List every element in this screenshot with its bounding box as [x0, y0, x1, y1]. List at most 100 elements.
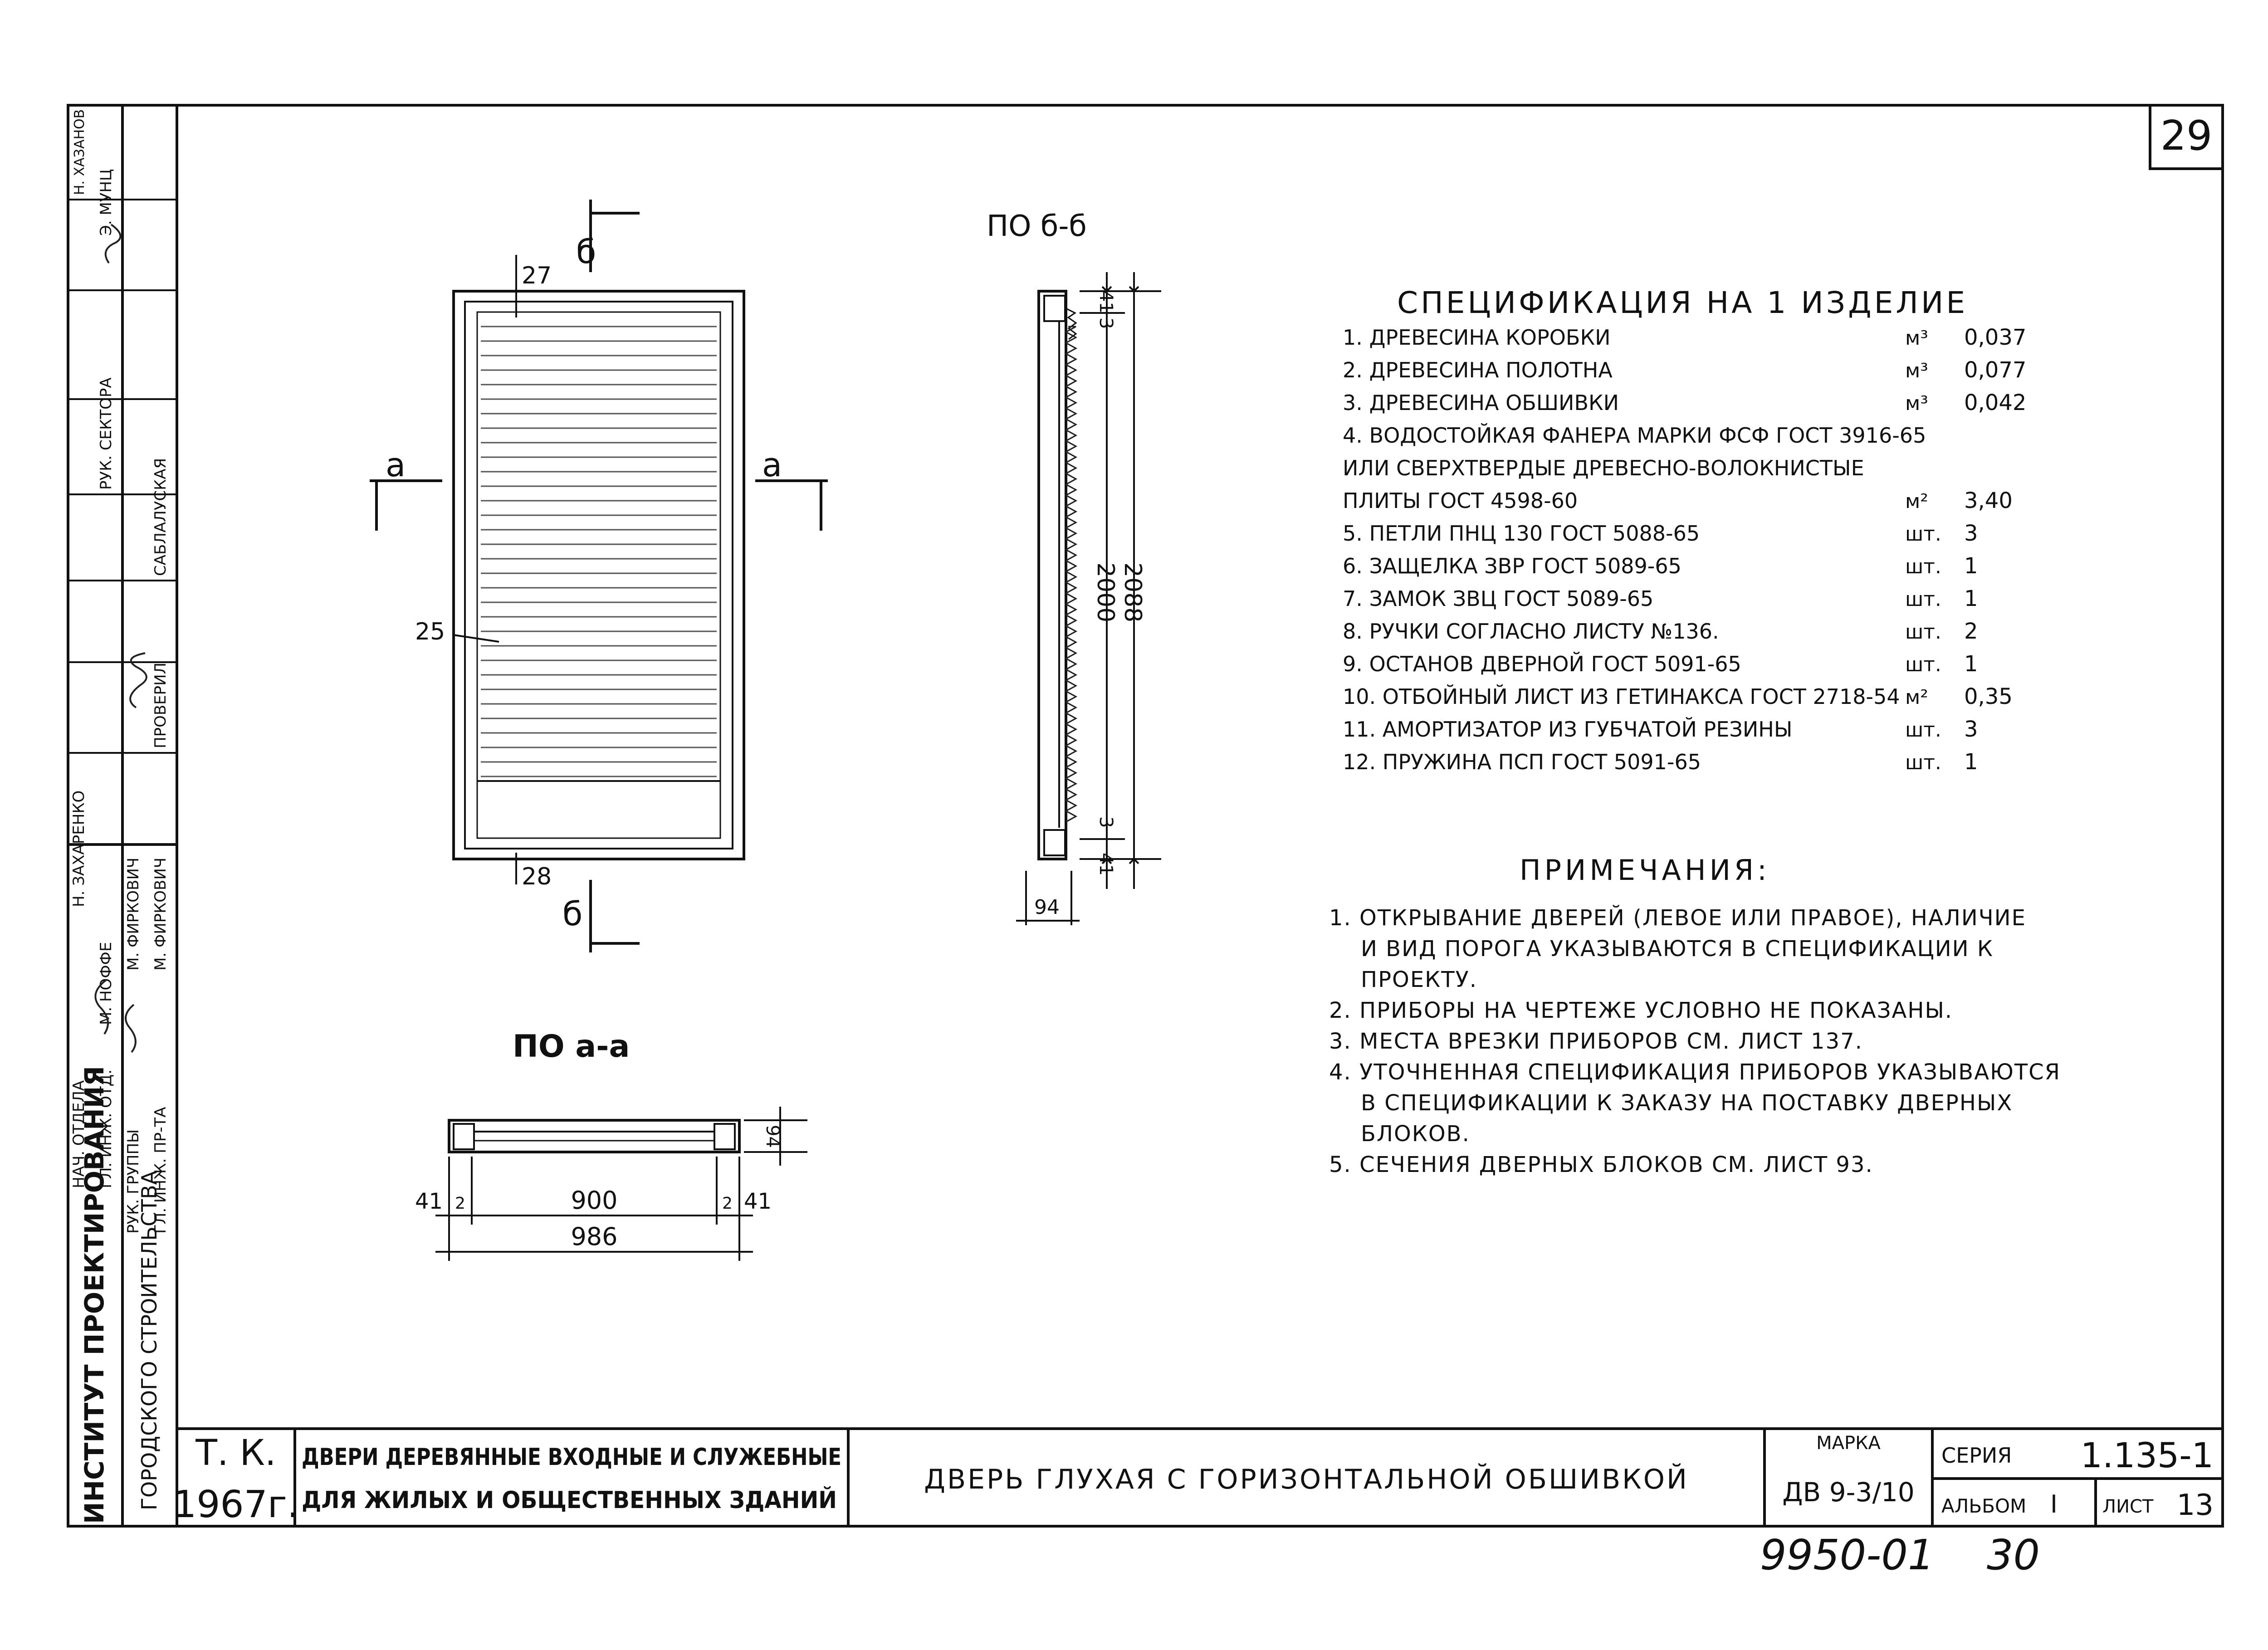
- spec-item-name: ИЛИ СВЕРХТВЕРДЫЕ ДРЕВЕСНО-ВОЛОКНИСТЫЕ: [1343, 456, 1864, 480]
- spec-item-qty: 3: [1964, 717, 1978, 742]
- year: 1967г.: [173, 1483, 299, 1526]
- dim-a-986: 986: [571, 1222, 617, 1251]
- callout-25: 25: [415, 618, 445, 645]
- specification-title: СПЕЦИФИКАЦИЯ НА 1 ИЗДЕЛИЕ: [1397, 285, 1968, 320]
- note-line: 3. МЕСТА ВРЕЗКИ ПРИБОРОВ СМ. ЛИСТ 137.: [1329, 1029, 1863, 1054]
- spec-item-qty: 3: [1964, 521, 1978, 546]
- spec-item-unit: шт.: [1905, 718, 1941, 742]
- dim-a-left-2: 2: [455, 1194, 465, 1213]
- section-a-dimension-lines: [435, 1107, 807, 1261]
- inventory-number: 9950-01: [1760, 1531, 1934, 1579]
- stamp-person: М. НОФФЕ: [97, 942, 115, 1025]
- note-line: БЛОКОВ.: [1361, 1121, 1470, 1147]
- spec-item-unit: шт.: [1905, 620, 1941, 644]
- section-b-dimension-lines: [1016, 272, 1161, 925]
- dim-a-94: 94: [762, 1125, 783, 1148]
- mark-label: МАРКА: [1816, 1433, 1881, 1454]
- notes-lines: 1. ОТКРЫВАНИЕ ДВЕРЕЙ (ЛЕВОЕ ИЛИ ПРАВОЕ),…: [1329, 905, 2061, 1177]
- section-b-title: ПО б-б: [987, 210, 1087, 243]
- note-line: И ВИД ПОРОГА УКАЗЫВАЮТСЯ В СПЕЦИФИКАЦИИ …: [1361, 936, 1994, 962]
- door-front-view: [452, 290, 745, 860]
- dim-top-3: 3: [1095, 317, 1116, 329]
- spec-item-unit: м³: [1905, 327, 1928, 350]
- cut-label-b-bottom: б: [562, 895, 582, 933]
- spec-item-qty: 0,042: [1964, 390, 2026, 415]
- stamp-person: М. ФИРКОВИЧ: [152, 858, 170, 971]
- notes: ПРИМЕЧАНИЯ: 1. ОТКРЫВАНИЕ ДВЕРЕЙ (ЛЕВОЕ …: [1329, 854, 2061, 1177]
- spec-item-qty: 2: [1964, 619, 1978, 644]
- stamp-role: НАЧ. ОТДЕЛА: [70, 1080, 88, 1188]
- dim-thickness-94: 94: [1034, 896, 1060, 919]
- note-line: ПРОЕКТУ.: [1361, 967, 1477, 992]
- dim-bottom-41: 41: [1095, 853, 1116, 876]
- subject-line-1: ДВЕРИ ДЕРЕВЯННЫЕ ВХОДНЫЕ И СЛУЖЕБНЫЕ: [302, 1444, 841, 1471]
- dim-a-right-2: 2: [722, 1194, 733, 1213]
- album-value: I: [2050, 1490, 2058, 1518]
- series-value: 1.135-1: [2081, 1435, 2214, 1475]
- signature-marks: [94, 224, 147, 1053]
- spec-item-name: 8. РУЧКИ СОГЛАСНО ЛИСТУ №136.: [1343, 619, 1719, 644]
- spec-item-name: 7. ЗАМОК ЗВЦ ГОСТ 5089-65: [1343, 586, 1653, 611]
- stamp-role: ГЛ. ИНЖ. ПР-ТА: [152, 1107, 170, 1234]
- dim-top-41: 41: [1095, 290, 1116, 313]
- institute-city: ГОРОДСКОГО СТРОИТЕЛЬСТВА: [137, 1170, 161, 1510]
- subject-line-2: ДЛЯ ЖИЛЫХ И ОБЩЕСТВЕННЫХ ЗДАНИЙ: [302, 1486, 837, 1514]
- spec-item-unit: м²: [1905, 686, 1928, 709]
- spec-item-unit: м²: [1905, 490, 1928, 513]
- spec-item-qty: 0,037: [1964, 325, 2026, 350]
- spec-item-name: 9. ОСТАНОВ ДВЕРНОЙ ГОСТ 5091-65: [1343, 652, 1741, 676]
- spec-item-name: 6. ЗАЩЕЛКА ЗВР ГОСТ 5089-65: [1343, 554, 1681, 578]
- note-line: В СПЕЦИФИКАЦИИ К ЗАКАЗУ НА ПОСТАВКУ ДВЕР…: [1361, 1090, 2013, 1116]
- drawing-title: ДВЕРЬ ГЛУХАЯ С ГОРИЗОНТАЛЬНОЙ ОБШИВКОЙ: [924, 1463, 1689, 1495]
- spec-item-unit: шт.: [1905, 588, 1941, 611]
- note-line: 5. СЕЧЕНИЯ ДВЕРНЫХ БЛОКОВ СМ. ЛИСТ 93.: [1329, 1152, 1873, 1177]
- dim-2088: 2088: [1119, 562, 1146, 622]
- spec-item-qty: 1: [1964, 749, 1978, 775]
- spec-item-qty: 0,077: [1964, 357, 2026, 383]
- spec-item-name: 12. ПРУЖИНА ПСП ГОСТ 5091-65: [1343, 750, 1701, 774]
- spec-item-unit: шт.: [1905, 522, 1941, 546]
- spec-item-qty: 3,40: [1964, 488, 2013, 513]
- section-cut-b: [589, 200, 640, 952]
- spec-item-unit: шт.: [1905, 751, 1941, 774]
- section-b-profile: [1037, 290, 1077, 860]
- cut-label-a-right: а: [762, 446, 782, 484]
- spec-item-qty: 1: [1964, 553, 1978, 579]
- spec-item-name: 10. ОТБОЙНЫЙ ЛИСТ ИЗ ГЕТИНАКСА ГОСТ 2718…: [1343, 684, 1900, 709]
- dim-a-right-41: 41: [744, 1189, 772, 1214]
- sheet-number-box: 29: [2149, 104, 2224, 170]
- dim-bottom-3: 3: [1095, 816, 1116, 828]
- sheet-value: 13: [2177, 1489, 2214, 1522]
- specification: СПЕЦИФИКАЦИЯ НА 1 ИЗДЕЛИЕ 1. ДРЕВЕСИНА К…: [1343, 285, 2026, 775]
- spec-item-name: ПЛИТЫ ГОСТ 4598-60: [1343, 488, 1578, 513]
- spec-item-qty: 0,35: [1964, 684, 2013, 709]
- cut-label-a-left: а: [386, 446, 406, 484]
- cladding-section-line: [1064, 326, 1078, 823]
- notes-title: ПРИМЕЧАНИЯ:: [1520, 854, 1770, 887]
- stamp-role: РУК. ГРУППЫ: [124, 1129, 142, 1234]
- note-line: 4. УТОЧНЕННАЯ СПЕЦИФИКАЦИЯ ПРИБОРОВ УКАЗ…: [1329, 1059, 2061, 1085]
- horizontal-cladding: [481, 326, 717, 777]
- sheet-label: ЛИСТ: [2102, 1496, 2154, 1517]
- spec-item-name: 4. ВОДОСТОЙКАЯ ФАНЕРА МАРКИ ФСФ ГОСТ 391…: [1343, 423, 1926, 448]
- dim-2000: 2000: [1092, 562, 1119, 622]
- dim-a-left-41: 41: [415, 1189, 443, 1214]
- org-code: Т. К.: [195, 1433, 276, 1474]
- spec-item-name: 5. ПЕТЛИ ПНЦ 130 ГОСТ 5088-65: [1343, 521, 1700, 546]
- cut-label-b-top: б: [576, 233, 596, 271]
- callout-28: 28: [522, 863, 552, 890]
- mark-value: ДВ 9-3/10: [1782, 1477, 1915, 1508]
- section-a-title: ПО а-а: [513, 1029, 630, 1064]
- stamp-role: ГЛ. ИНЖ. ОТД.: [97, 1069, 115, 1188]
- spec-item-unit: шт.: [1905, 555, 1941, 578]
- spec-item-qty: 1: [1964, 586, 1978, 611]
- stamp-person: Н. ХАЗАНОВ: [72, 109, 88, 195]
- callout-27: 27: [522, 262, 552, 289]
- stamp-person: САБЛАЛУСКАЯ: [152, 458, 170, 576]
- spec-item-unit: шт.: [1905, 653, 1941, 676]
- sheet-frame: [67, 104, 2224, 1528]
- spec-item-qty: 1: [1964, 651, 1978, 677]
- note-line: 2. ПРИБОРЫ НА ЧЕРТЕЖЕ УСЛОВНО НЕ ПОКАЗАН…: [1329, 998, 1953, 1023]
